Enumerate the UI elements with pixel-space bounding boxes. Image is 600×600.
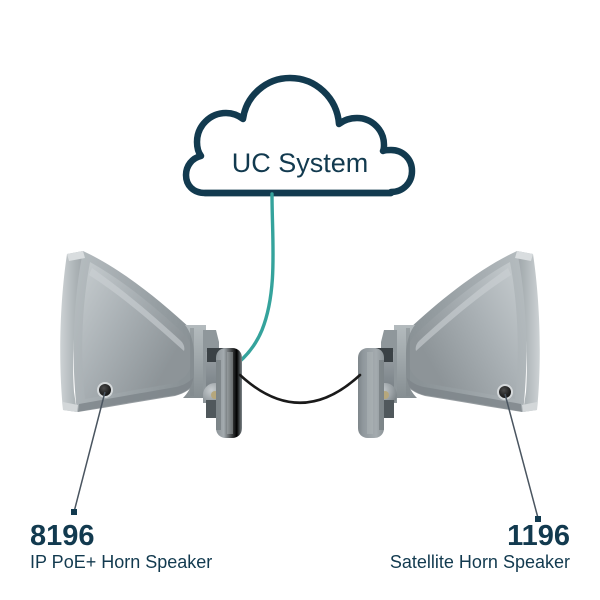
callout-caption-right: Satellite Horn Speaker <box>390 552 570 572</box>
horn-throat-right <box>394 325 417 398</box>
horn-flare-inner-left <box>82 262 192 399</box>
callout-caption-left: IP PoE+ Horn Speaker <box>30 552 212 572</box>
horn-throat-ring-right <box>406 328 410 396</box>
cloud-outline-icon <box>182 74 416 197</box>
satellite-horn-speaker[interactable] <box>358 251 540 438</box>
wall-mount-plate-edge-right <box>379 360 384 430</box>
wall-mount-plate-hilite-left <box>227 352 233 434</box>
horn-throat-ring-left <box>190 328 194 396</box>
horn-shadow-right <box>401 371 522 412</box>
leader-dot-left <box>71 509 77 515</box>
leader-line-left <box>73 391 106 513</box>
horn-highlight-right <box>415 268 511 351</box>
horn-flare-inner-right <box>408 262 518 399</box>
horn-rim-foot-right <box>522 402 537 412</box>
horn-throat-left <box>183 325 206 398</box>
callout-right: 1196 Satellite Horn Speaker <box>390 393 570 572</box>
leader-dot-right <box>535 516 541 522</box>
callout-number-left: 8196 <box>30 520 95 552</box>
speaker-port-right <box>499 386 511 398</box>
horn-rim-cap-left <box>67 251 85 261</box>
cloud-label: UC System <box>232 148 369 178</box>
callout-number-right: 1196 <box>507 520 570 552</box>
horn-rim-cap-right <box>515 251 533 261</box>
network-uplink-cable <box>218 192 275 377</box>
horn-shadow-left <box>78 371 199 412</box>
callout-left: 8196 IP PoE+ Horn Speaker <box>30 391 212 572</box>
speaker-port-left <box>99 384 111 396</box>
leader-line-right <box>504 393 539 519</box>
ip-poe-horn-speaker[interactable] <box>60 251 242 438</box>
wall-mount-plate-right <box>358 348 384 438</box>
satellite-link-cable <box>238 373 362 404</box>
horn-highlight-left <box>89 268 185 351</box>
uc-system-cloud[interactable]: UC System <box>182 74 416 197</box>
horn-rim-foot-left <box>63 402 78 412</box>
wall-mount-plate-edge-left <box>216 360 221 430</box>
wall-mount-plate-left <box>216 348 242 438</box>
wall-mount-plate-hilite-right <box>367 352 373 434</box>
